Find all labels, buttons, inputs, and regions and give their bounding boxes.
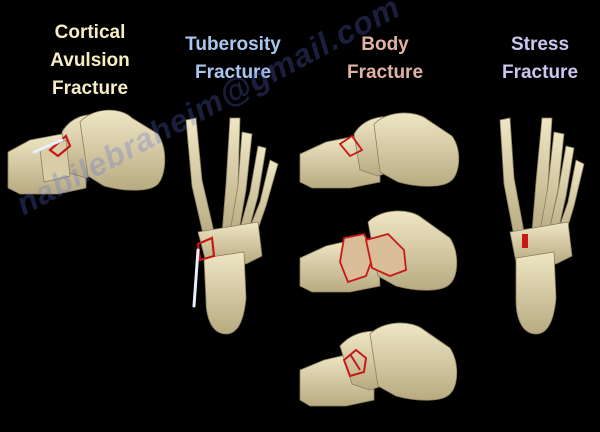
body-fracture-foot-lateral-1 bbox=[299, 112, 460, 189]
fracture-fragment bbox=[364, 232, 407, 277]
foot-dorsal-icon bbox=[499, 117, 585, 335]
cortical-avulsion-fracture-label: Cortical Avulsion Fracture bbox=[30, 19, 150, 103]
foot-lateral-icon bbox=[7, 109, 166, 195]
fracture-fragment bbox=[339, 232, 375, 284]
label-line: Avulsion bbox=[50, 50, 130, 71]
body-fracture-label: Body Fracture bbox=[330, 31, 440, 87]
foot-lateral-icon bbox=[299, 112, 460, 189]
tendon-pull-arrow bbox=[192, 248, 200, 308]
foot-lateral-icon bbox=[299, 322, 458, 407]
stress-fracture-foot-dorsal bbox=[499, 117, 585, 335]
fracture-line bbox=[342, 348, 368, 378]
label-line: Body bbox=[361, 34, 409, 55]
label-line: Tuberosity bbox=[185, 34, 281, 55]
foot-dorsal-icon bbox=[185, 117, 279, 335]
label-line: Fracture bbox=[194, 62, 272, 83]
tendon-pull-arrow bbox=[32, 138, 64, 154]
label-line: Fracture bbox=[346, 62, 424, 83]
fracture-line bbox=[338, 134, 364, 158]
label-line: Cortical bbox=[54, 22, 126, 43]
body-fracture-foot-lateral-2 bbox=[299, 210, 458, 293]
stress-fracture-label: Stress Fracture bbox=[490, 31, 590, 87]
label-line: Fracture bbox=[501, 62, 579, 83]
fracture-line bbox=[196, 236, 216, 262]
stress-fracture-mark bbox=[522, 234, 528, 248]
label-line: Fracture bbox=[51, 78, 129, 99]
body-fracture-foot-lateral-3 bbox=[299, 322, 458, 407]
tuberosity-fracture-foot-dorsal bbox=[185, 117, 279, 335]
tuberosity-fracture-label: Tuberosity Fracture bbox=[168, 31, 298, 87]
cortical-avulsion-foot-lateral bbox=[7, 109, 166, 195]
label-line: Stress bbox=[510, 34, 570, 55]
